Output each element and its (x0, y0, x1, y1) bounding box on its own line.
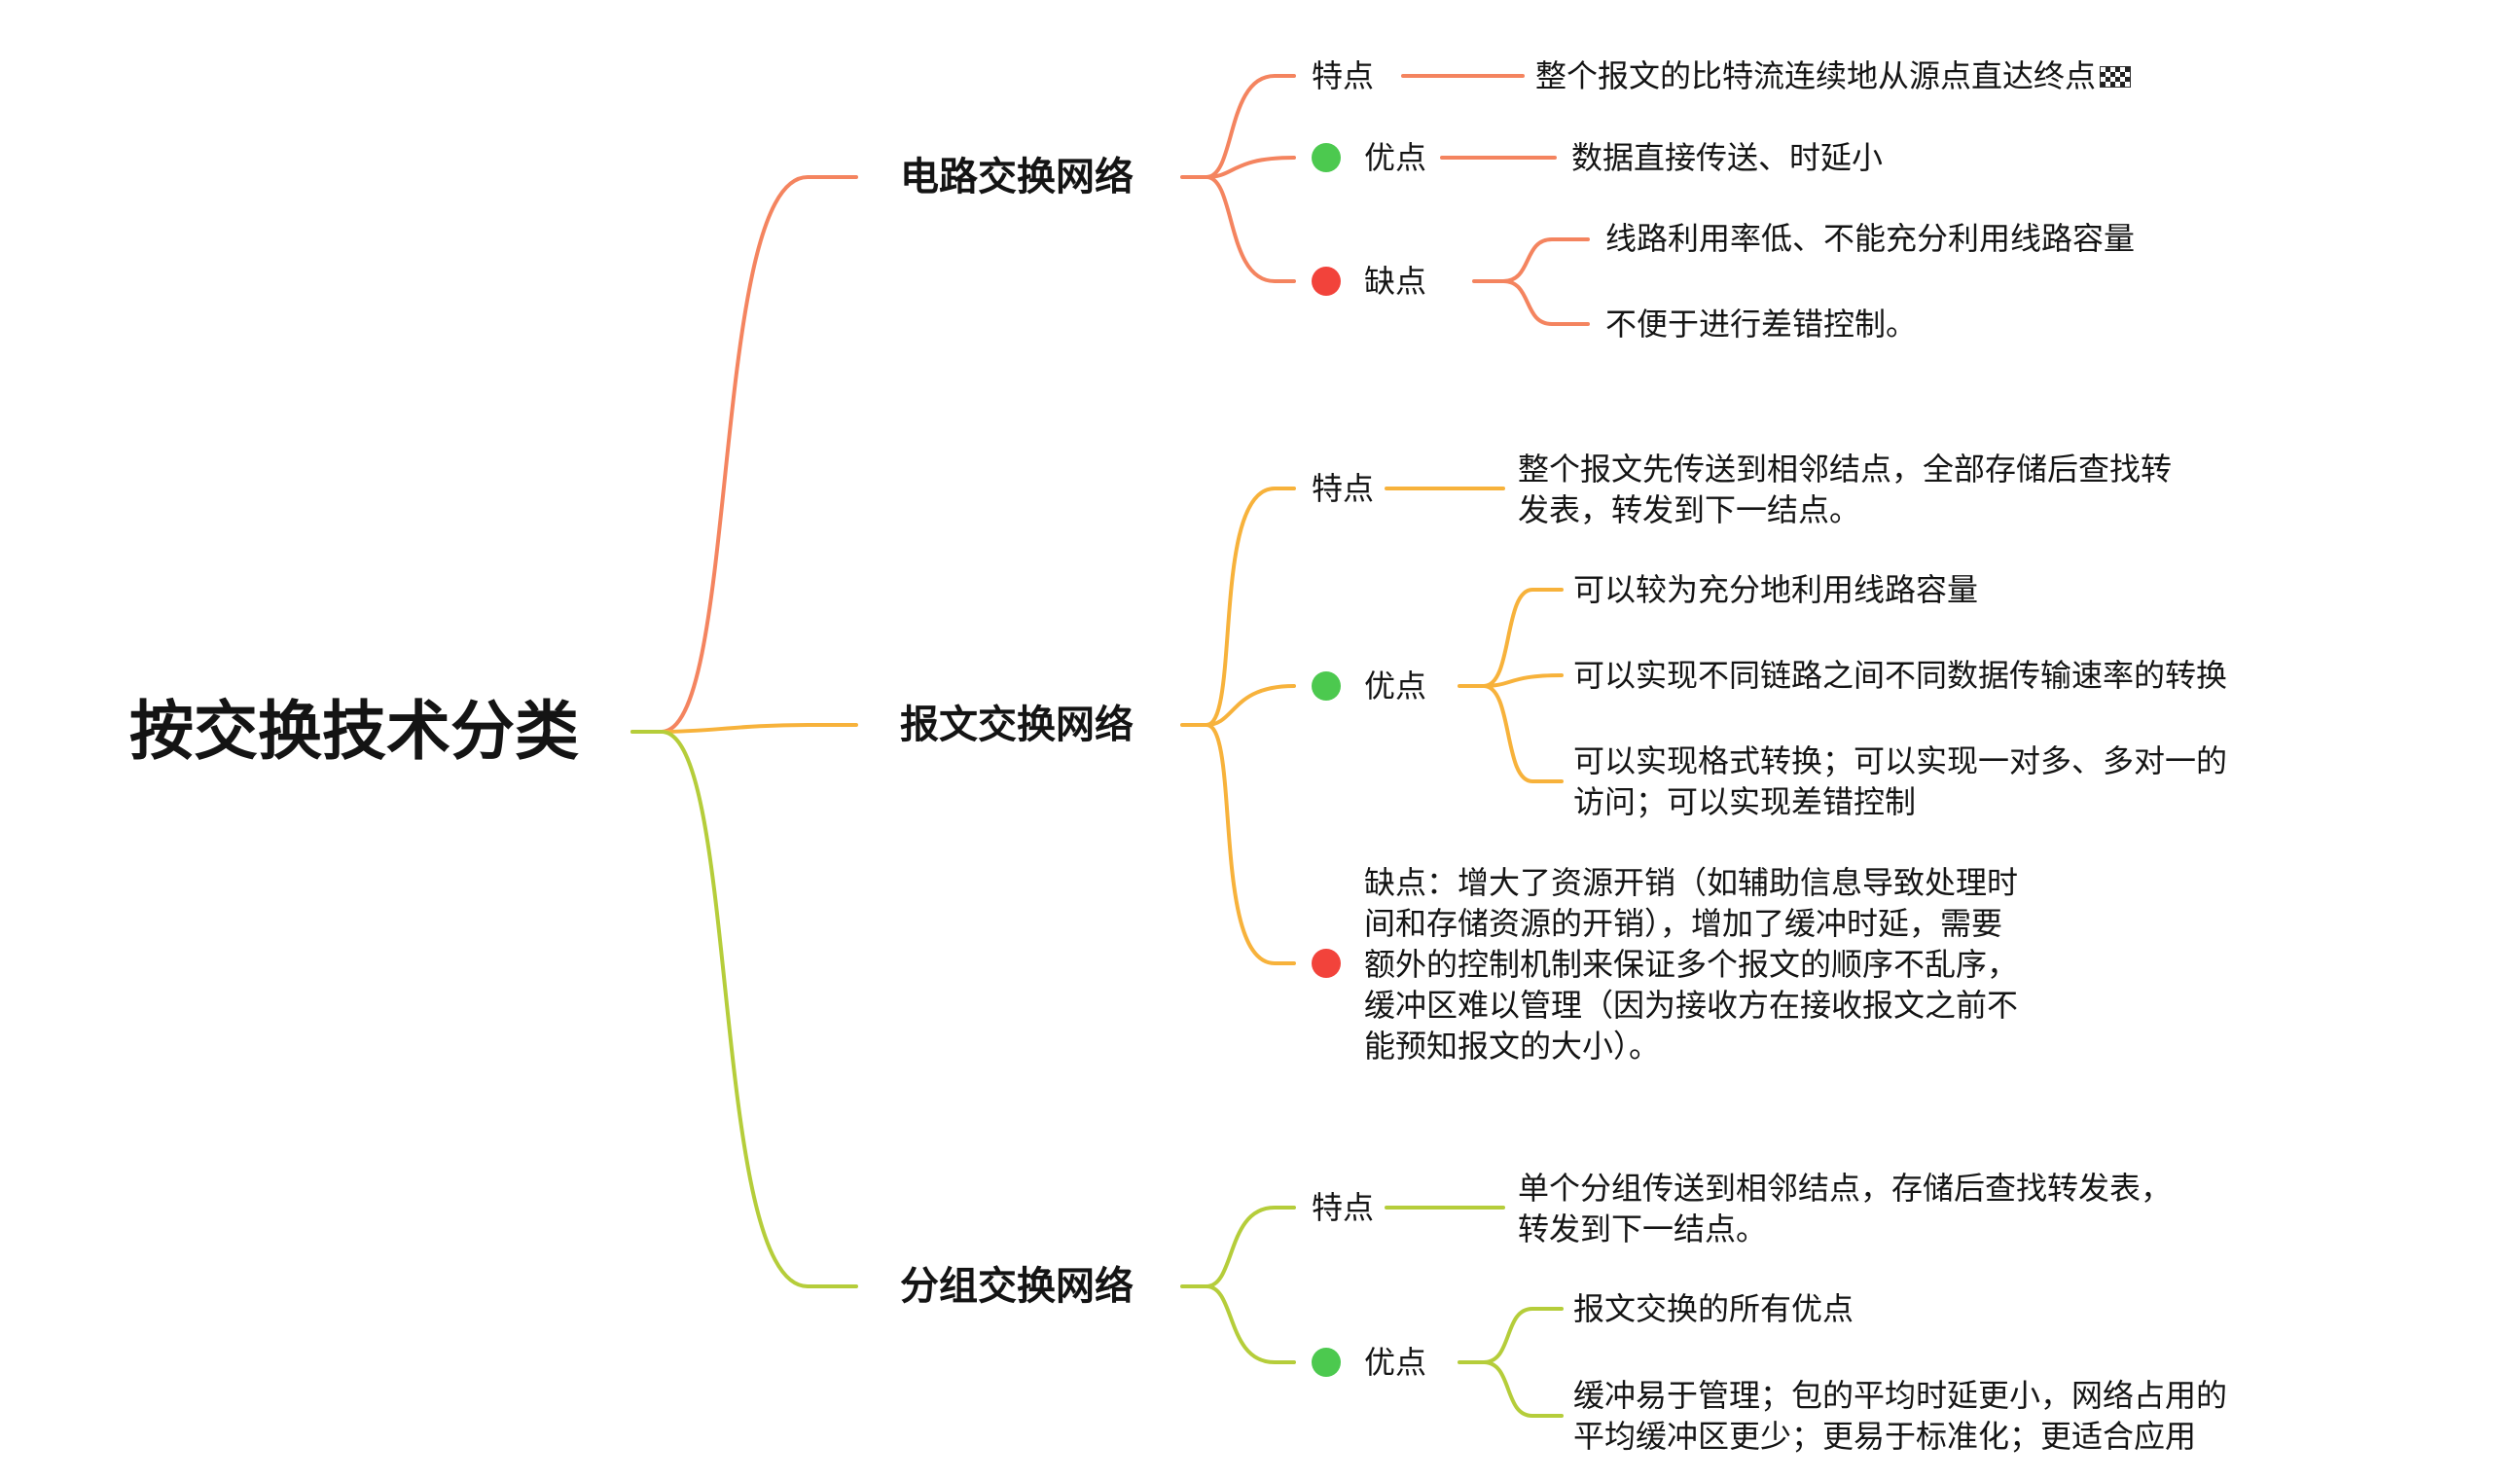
checkered-flag-icon (2100, 66, 2132, 88)
edge-packet-pro (1205, 1284, 1296, 1364)
edge-message-pro-item2 (1482, 673, 1564, 688)
packet-pro-item: 缓冲易于管理；包的平均时延更小，网络占用的 平均缓冲区更少；更易于标准化；更适合… (1573, 1375, 2227, 1457)
text-line: 缓冲区难以管理（因为接收方在接收报文之前不 (1364, 987, 2019, 1024)
text-line: 平均缓冲区更少；更易于标准化；更适合应用 (1573, 1418, 2197, 1455)
root-topic: 按交换技术分类 (129, 694, 579, 769)
message-pro-item: 可以实现格式转换；可以实现一对多、多对一的 访问；可以实现差错控制 (1573, 740, 2227, 822)
text-line: 可以实现格式转换；可以实现一对多、多对一的 (1573, 742, 2228, 779)
edge-message-con (1205, 723, 1296, 965)
edge-message-pro-item1 (1458, 588, 1564, 688)
text-line: 缓冲易于管理；包的平均时延更小，网络占用的 (1573, 1377, 2228, 1414)
message-pro-dot-icon (1312, 671, 1341, 701)
circuit-pro-text: 数据直接传送、时延小 (1571, 139, 1884, 176)
message-pro-item: 可以实现不同链路之间不同数据传输速率的转换 (1573, 657, 2228, 694)
packet-pro-dot-icon (1312, 1348, 1341, 1377)
branch-packet-switching: 分组交换网络 (900, 1264, 1134, 1309)
circuit-pro-label: 优点 (1364, 139, 1427, 176)
edge-message-feature (1180, 487, 1296, 727)
text-line: 单个分组传送到相邻结点，存储后查找转发表， (1518, 1170, 2173, 1207)
edge-root-circuit (660, 175, 858, 734)
text-line: 访问；可以实现差错控制 (1573, 783, 1917, 820)
message-con-text: 缺点：增大了资源开销（如辅助信息导致处理时 间和存储资源的开销），增加了缓冲时延… (1364, 862, 2018, 1066)
text-line: 间和存储资源的开销），增加了缓冲时延，需要 (1364, 905, 2003, 942)
edge-packet-feature (1180, 1206, 1296, 1288)
edge-circuit-con (1205, 175, 1296, 283)
message-feature-label: 特点 (1312, 470, 1375, 507)
edge-message-pro (1205, 684, 1296, 727)
packet-feature-label: 特点 (1312, 1189, 1375, 1226)
branch-message-switching: 报文交换网络 (900, 703, 1134, 747)
edge-circuit-con-item1 (1472, 237, 1590, 283)
circuit-feature-label: 特点 (1312, 57, 1375, 94)
circuit-con-dot-icon (1312, 267, 1341, 296)
message-pro-item: 可以较为充分地利用线路容量 (1573, 571, 1979, 608)
circuit-con-item: 线路利用率低、不能充分利用线路容量 (1605, 220, 2136, 257)
circuit-feature-text: 整个报文的比特流连续地从源点直达终点 (1535, 57, 2097, 94)
text-line: 转发到下一结点。 (1518, 1210, 1768, 1247)
edge-message-pro-item3 (1482, 684, 1564, 783)
edge-root-packet (630, 730, 858, 1288)
message-con-dot-icon (1312, 949, 1341, 978)
edge-circuit-feature (1180, 74, 1296, 179)
text-line: 缺点：增大了资源开销（如辅助信息导致处理时 (1364, 864, 2019, 901)
edge-packet-pro-item2 (1482, 1360, 1564, 1418)
text-line: 整个报文先传送到相邻结点，全部存储后查找转 (1518, 451, 2173, 488)
text-line: 发表，转发到下一结点。 (1518, 491, 1861, 528)
message-pro-label: 优点 (1364, 668, 1427, 704)
packet-pro-label: 优点 (1364, 1344, 1427, 1381)
branch-circuit-switching: 电路交换网络 (900, 155, 1134, 199)
message-feature-text: 整个报文先传送到相邻结点，全部存储后查找转 发表，转发到下一结点。 (1518, 449, 2172, 530)
packet-feature-text: 单个分组传送到相邻结点，存储后查找转发表， 转发到下一结点。 (1518, 1168, 2172, 1249)
edge-packet-pro-item1 (1458, 1307, 1564, 1364)
circuit-pro-dot-icon (1312, 143, 1341, 172)
edge-root-message (630, 723, 858, 734)
edge-circuit-con-item2 (1501, 279, 1590, 326)
circuit-con-item: 不便于进行差错控制。 (1605, 306, 1918, 343)
circuit-con-label: 缺点 (1364, 263, 1427, 300)
edge-circuit-pro (1205, 156, 1296, 179)
text-line: 额外的控制机制来保证多个报文的顺序不乱序， (1364, 946, 2019, 983)
circuit-feature-node: 整个报文的比特流连续地从源点直达终点 (1535, 55, 2132, 96)
text-line: 能预知报文的大小）。 (1364, 1028, 1661, 1065)
packet-pro-item: 报文交换的所有优点 (1573, 1290, 1854, 1327)
